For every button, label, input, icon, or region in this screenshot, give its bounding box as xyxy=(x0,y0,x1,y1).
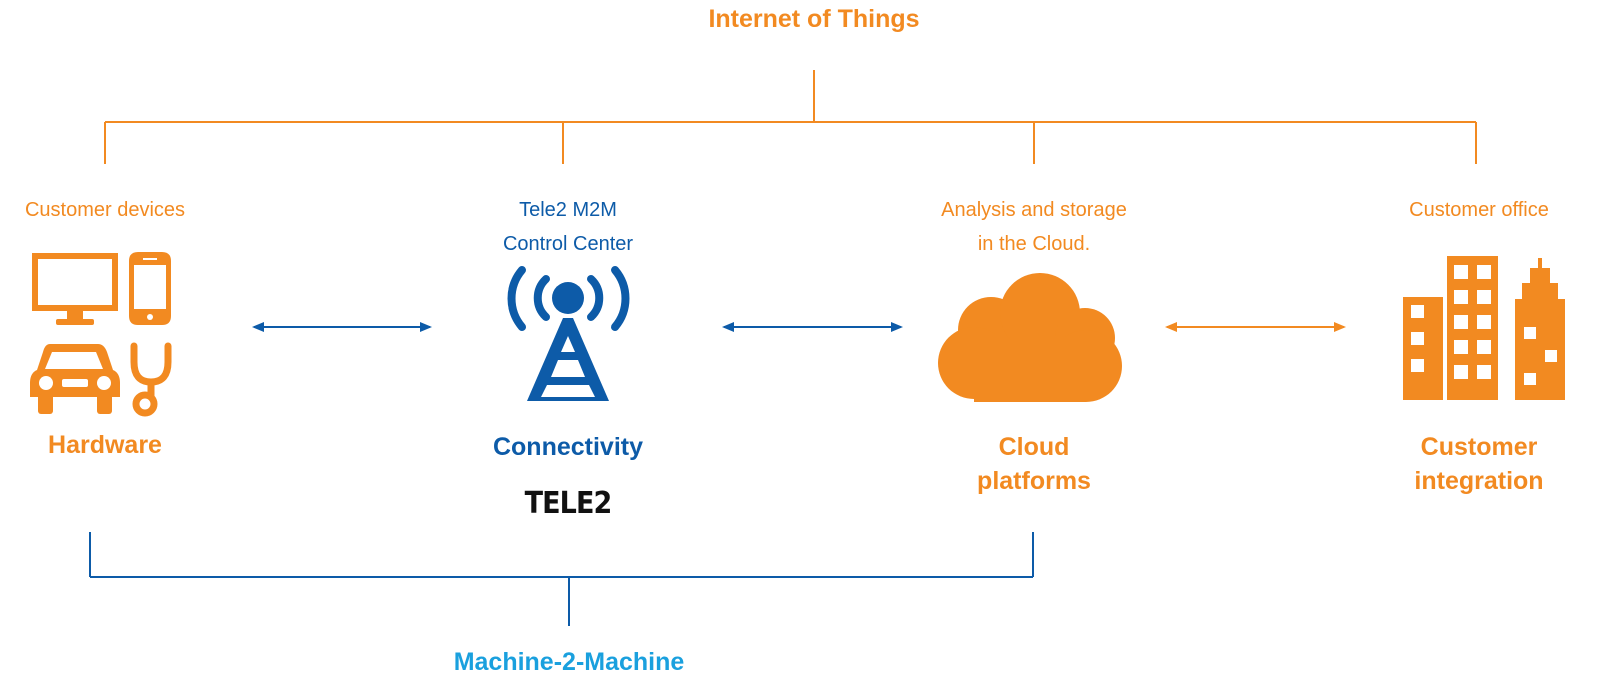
label-platforms: platforms xyxy=(977,467,1091,495)
cell-tower-icon xyxy=(507,266,630,401)
label-integration: integration xyxy=(1414,467,1544,495)
iot-bracket xyxy=(104,70,1477,164)
caption-in-the-cloud: in the Cloud. xyxy=(977,233,1091,255)
office-buildings-icon xyxy=(1403,256,1565,400)
caption-customer-devices: Customer devices xyxy=(24,199,186,221)
smartphone-icon xyxy=(129,252,171,325)
label-customer: Customer xyxy=(1420,433,1538,461)
caption-control-center: Control Center xyxy=(502,233,634,255)
label-connectivity: Connectivity xyxy=(492,433,644,461)
caption-customer-office: Customer office xyxy=(1409,199,1549,221)
m2m-bracket xyxy=(89,532,1034,626)
label-hardware: Hardware xyxy=(48,431,162,459)
cloud-icon xyxy=(938,273,1122,402)
stethoscope-icon xyxy=(130,342,172,417)
tele2-logo: TELE2 xyxy=(524,486,613,521)
caption-tele2-m2m: Tele2 M2M xyxy=(519,199,617,221)
caption-analysis-storage: Analysis and storage xyxy=(941,199,1127,221)
iot-title: Internet of Things xyxy=(708,5,920,33)
monitor-icon xyxy=(32,253,118,325)
label-cloud: Cloud xyxy=(998,433,1070,461)
m2m-title: Machine-2-Machine xyxy=(453,648,685,676)
car-icon xyxy=(30,344,120,414)
